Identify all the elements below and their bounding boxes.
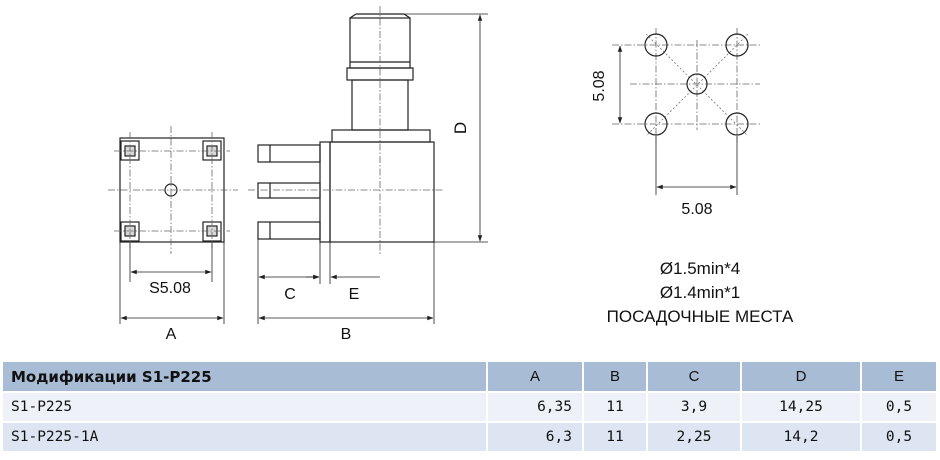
technical-drawing: S5.08 A bbox=[108, 6, 794, 343]
header-d: D bbox=[741, 362, 862, 393]
label-pitch-front: S5.08 bbox=[149, 280, 191, 297]
note-hole-2: Ø1.4min*1 bbox=[660, 283, 740, 302]
table-row: S1-P225-1A 6,3 11 2,25 14,2 0,5 bbox=[3, 422, 938, 453]
cell-b: 11 bbox=[583, 392, 648, 423]
note-footprint-caption: ПОСАДОЧНЫЕ МЕСТА bbox=[607, 307, 794, 326]
label-dim-a: A bbox=[166, 326, 177, 343]
header-a: A bbox=[487, 362, 584, 393]
side-view bbox=[248, 6, 488, 324]
label-dim-b: B bbox=[341, 326, 352, 343]
header-c: C bbox=[647, 362, 742, 393]
header-b: B bbox=[583, 362, 648, 393]
cell-a: 6,3 bbox=[487, 422, 584, 453]
header-e: E bbox=[861, 362, 938, 393]
label-dim-c: C bbox=[284, 286, 296, 303]
label-pitch-vertical: 5.08 bbox=[591, 70, 608, 101]
cell-model: S1-P225 bbox=[3, 392, 488, 423]
label-dim-e: E bbox=[349, 286, 360, 303]
table-row: S1-P225 6,35 11 3,9 14,25 0,5 bbox=[3, 392, 938, 423]
cell-c: 3,9 bbox=[647, 392, 742, 423]
label-dim-d: D bbox=[451, 122, 470, 134]
cell-model: S1-P225-1A bbox=[3, 422, 488, 453]
cell-e: 0,5 bbox=[861, 392, 938, 423]
spec-table: Модификации S1-P225 A B C D E S1-P225 6,… bbox=[3, 362, 938, 453]
label-pitch-horizontal: 5.08 bbox=[681, 201, 712, 218]
header-modifications: Модификации S1-P225 bbox=[3, 362, 488, 393]
table-header-row: Модификации S1-P225 A B C D E bbox=[3, 362, 938, 393]
cell-c: 2,25 bbox=[647, 422, 742, 453]
cell-a: 6,35 bbox=[487, 392, 584, 423]
cell-d: 14,2 bbox=[741, 422, 862, 453]
front-view bbox=[108, 126, 238, 324]
cell-d: 14,25 bbox=[741, 392, 862, 423]
cell-e: 0,5 bbox=[861, 422, 938, 453]
cell-b: 11 bbox=[583, 422, 648, 453]
footprint-view bbox=[612, 28, 760, 195]
note-hole-1: Ø1.5min*4 bbox=[660, 259, 740, 278]
